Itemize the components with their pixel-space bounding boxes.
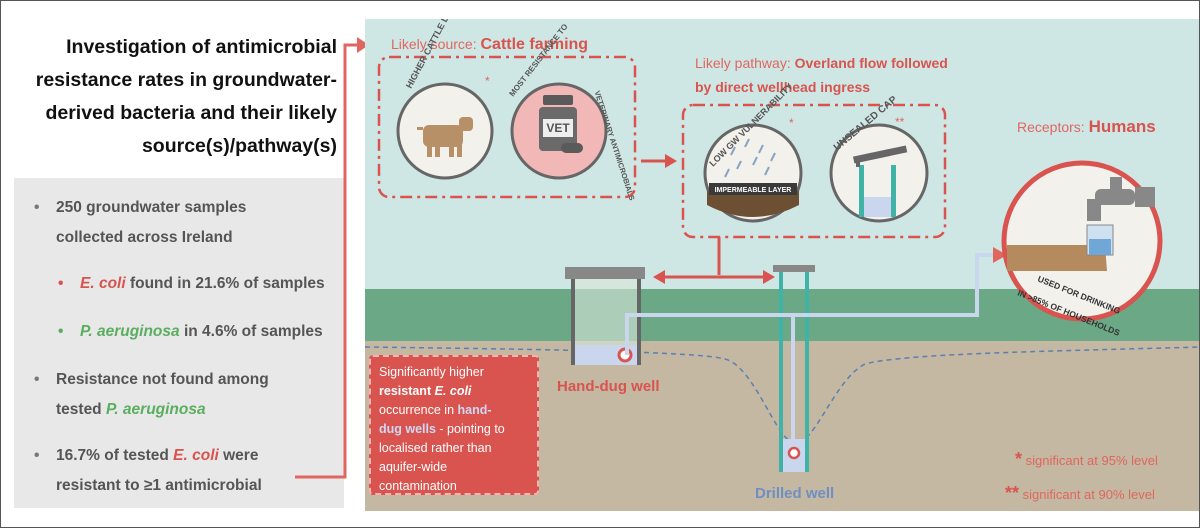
well-cap-icon	[852, 145, 908, 217]
cattle-density-label: HIGHER CATTLE DENSITY	[404, 19, 466, 90]
supply-pipe	[625, 253, 993, 355]
hand-dug-well-label: Hand-dug well	[557, 378, 660, 395]
pathway-box	[681, 103, 947, 239]
title-line-2: resistance rates in groundwater-	[35, 69, 337, 91]
finding-text: - pointing to	[435, 422, 505, 436]
bullet-text: 16.7% of tested	[56, 447, 174, 464]
summary-panel: • 250 groundwater samples collected acro…	[14, 178, 344, 508]
tap-icon	[1087, 177, 1155, 221]
drilled-well	[773, 265, 815, 472]
finding-text: occurrence in	[379, 403, 458, 417]
page-title: Investigation of antimicrobial resistanc…	[21, 31, 337, 163]
rain-icon	[724, 138, 776, 178]
arrow-head-icon	[357, 37, 369, 53]
title-line-1: Investigation of antimicrobial	[66, 36, 337, 58]
species-ecoli: E. coli	[80, 275, 126, 292]
bullet-text: found in 21.6% of samples	[125, 275, 325, 292]
species-paeruginosa: P. aeruginosa	[105, 401, 206, 418]
hand-dug-well	[565, 267, 645, 365]
bullet-text: 250 groundwater samples	[56, 199, 247, 216]
legend-95: * significant at 95% level	[1015, 449, 1158, 469]
sig-mark: *	[789, 116, 794, 130]
scene: VET IMPERMEABLE LAYER	[365, 1, 1199, 511]
unsealed-cap-label: UNSEALED CAP	[832, 94, 900, 153]
vet-antimicrobials-label: VETERINARY ANTIMICROBIALS	[593, 90, 637, 202]
bullet-text: were	[218, 447, 259, 464]
bullet-text: collected across Ireland	[56, 229, 233, 246]
finding-text: E. coli	[434, 384, 472, 398]
source-box	[377, 55, 637, 199]
sig-mark: **	[895, 115, 905, 129]
hand-glass-icon	[1007, 224, 1114, 271]
impermeable-label: IMPERMEABLE LAYER	[715, 187, 792, 194]
cow-icon	[417, 117, 473, 157]
species-paeruginosa: P. aeruginosa	[80, 323, 180, 340]
title-line-3: derived bacteria and their likely	[45, 102, 337, 124]
arrow-head-icon	[653, 270, 665, 284]
vet-bottle-icon	[539, 95, 583, 153]
bullet-text: tested	[56, 401, 106, 418]
receptors-label: Receptors: Humans	[1017, 117, 1156, 136]
arrow-head-icon	[993, 247, 1007, 263]
most-resistance-label: MOST RESISTANCE TO	[507, 22, 569, 98]
title-line-4: source(s)/pathway(s)	[141, 135, 337, 157]
finding-highlight: dug wells	[379, 422, 436, 436]
finding-text: resistant	[379, 384, 435, 398]
bullet-dot: •	[34, 199, 40, 216]
bullet-dot: •	[34, 371, 40, 388]
finding-text: Significantly higher	[379, 365, 484, 379]
arrow-head-icon	[763, 270, 775, 284]
source-label: Likely source: Cattle farming	[391, 36, 589, 53]
gw-vulnerability-label: LOW GW VULNERABILITY	[707, 81, 794, 168]
legend-90: ** significant at 90% level	[1005, 483, 1155, 503]
vet-label: VET	[546, 121, 570, 135]
bullet-text: Resistance not found among	[56, 371, 269, 388]
finding-box: Significantly higher resistant E. coli o…	[369, 355, 539, 495]
bullet-dot: •	[58, 275, 64, 292]
finding-text: contamination	[379, 479, 457, 493]
arrow-head-icon	[665, 154, 677, 168]
bullet-text: resistant to ≥1 antimicrobial	[56, 477, 262, 494]
finding-text: localised rather than	[379, 441, 492, 455]
finding-highlight: hand-	[457, 403, 492, 417]
bullet-dot: •	[34, 447, 40, 464]
sig-mark: *	[485, 74, 490, 88]
bullet-text: in 4.6% of samples	[179, 323, 323, 340]
finding-text: aquifer-wide	[379, 460, 448, 474]
bullet-dot: •	[58, 323, 64, 340]
species-ecoli: E. coli	[173, 447, 219, 464]
pathway-label: Likely pathway: Overland flow followed b…	[695, 55, 948, 95]
drilled-well-label: Drilled well	[755, 485, 835, 502]
